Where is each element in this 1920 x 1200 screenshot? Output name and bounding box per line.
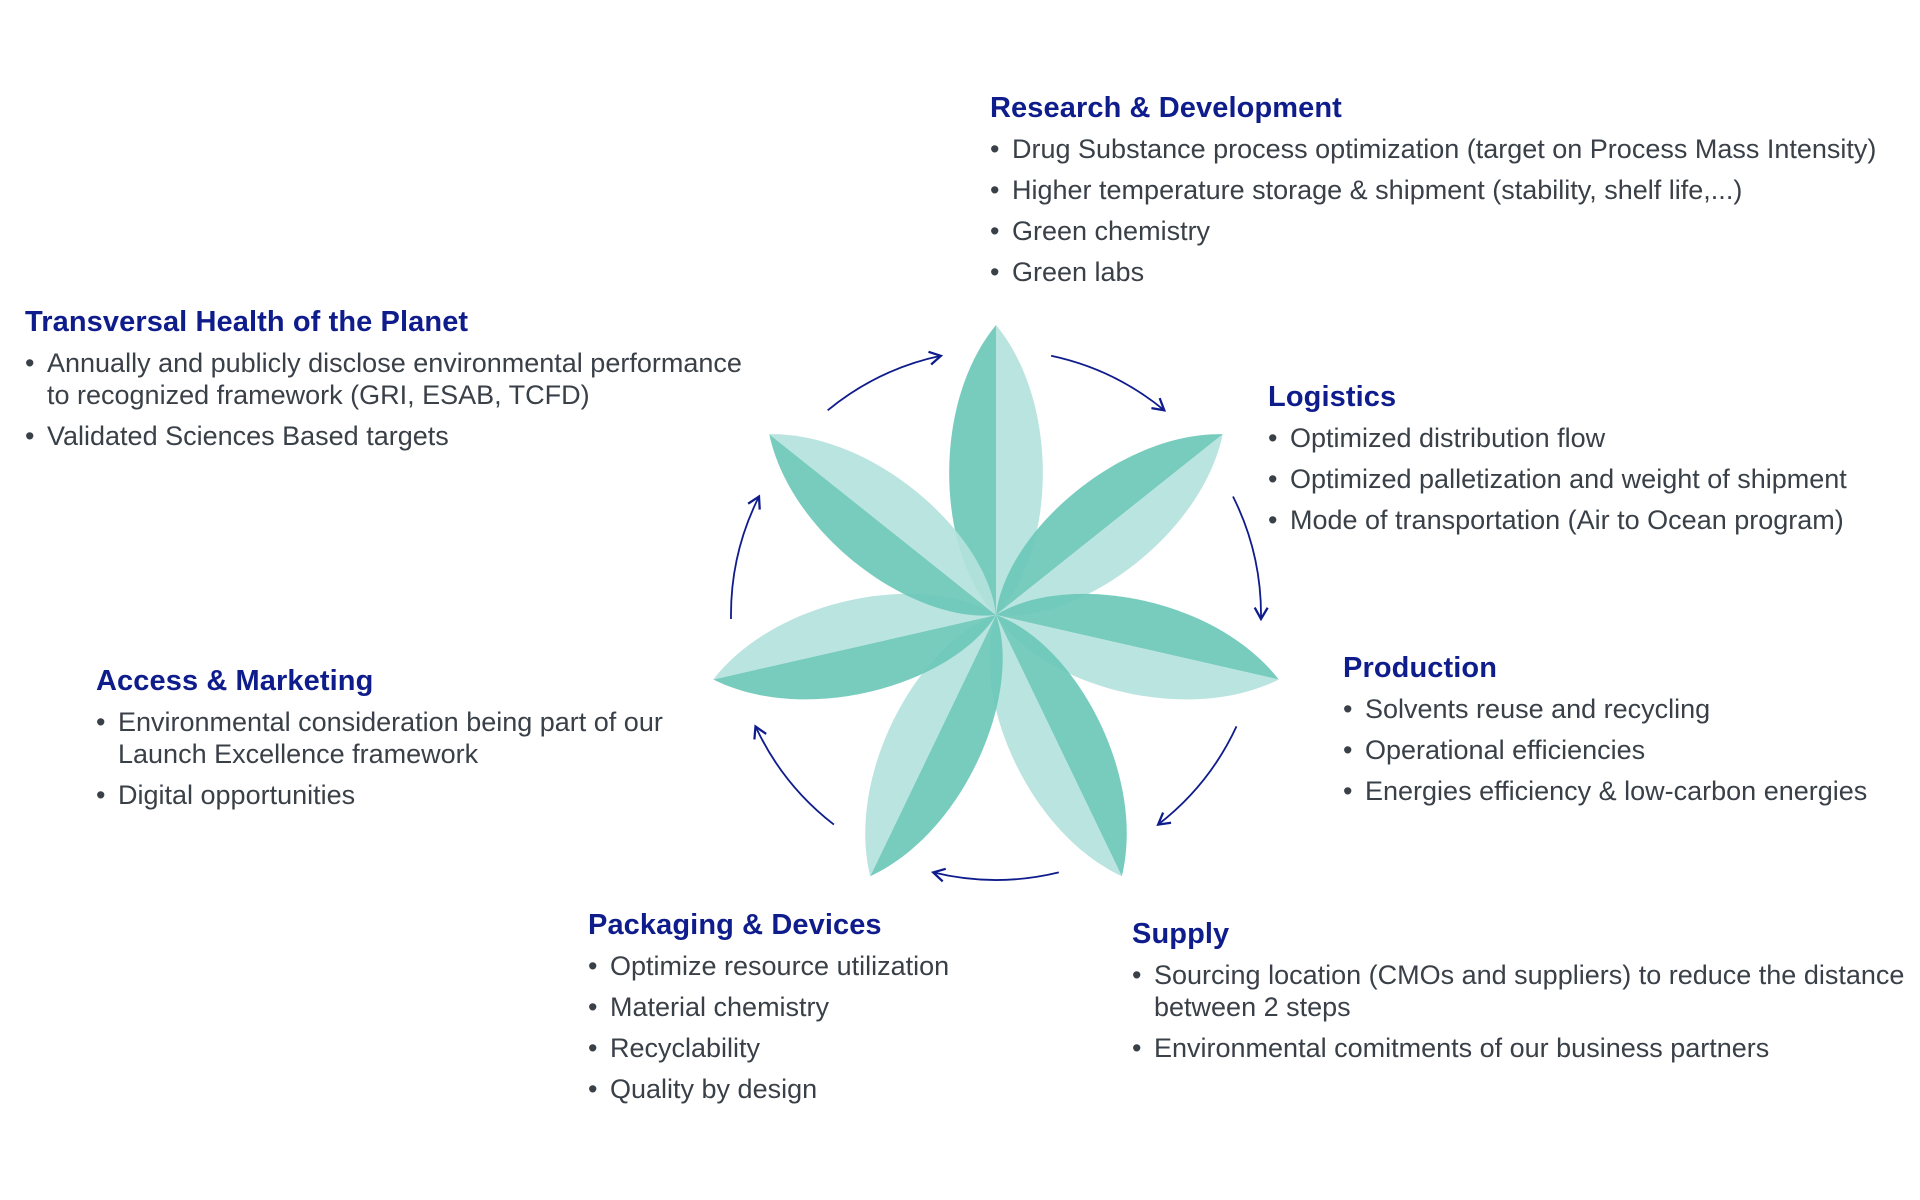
list-item: Optimize resource utilization (588, 950, 1128, 982)
petal-half-dark (769, 434, 996, 616)
list-item: Digital opportunities (96, 779, 706, 811)
list-item: Optimized distribution flow (1268, 422, 1908, 454)
cycle-arrow (730, 494, 761, 620)
list-item: Annually and publicly disclose environme… (25, 347, 760, 411)
cycle-arrow (827, 350, 944, 411)
petal-half-light (865, 615, 996, 877)
section-title: Packaging & Devices (588, 909, 882, 941)
list-item: Sourcing location (CMOs and suppliers) t… (1132, 959, 1912, 1023)
petal-half-light (769, 434, 996, 615)
section-access-marketing: Access & Marketing Environmental conside… (96, 665, 706, 820)
flower-petal (996, 434, 1223, 616)
section-list: Environmental consideration being part o… (96, 706, 706, 811)
list-item: Quality by design (588, 1073, 1128, 1105)
list-item: Recyclability (588, 1032, 1128, 1064)
section-research-development: Research & Development Drug Substance pr… (990, 92, 1910, 297)
section-list: Annually and publicly disclose environme… (25, 347, 760, 452)
list-item: Green chemistry (990, 215, 1910, 247)
list-item: Environmental consideration being part o… (96, 706, 706, 770)
list-item: Higher temperature storage & shipment (s… (990, 174, 1910, 206)
list-item: Environmental comitments of our business… (1132, 1032, 1912, 1064)
flower-petal (996, 593, 1279, 700)
cycle-arrow (753, 724, 835, 826)
section-supply: Supply Sourcing location (CMOs and suppl… (1132, 918, 1912, 1073)
petal-half-light (996, 434, 1223, 616)
flower-petal (713, 593, 996, 700)
section-list: Solvents reuse and recycling Operational… (1343, 693, 1913, 807)
cycle-arrow (1050, 354, 1167, 412)
section-title: Research & Development (990, 92, 1342, 124)
petal-half-dark (996, 434, 1223, 615)
section-title: Supply (1132, 918, 1230, 950)
section-list: Drug Substance process optimization (tar… (990, 133, 1910, 288)
petal-half-dark (996, 615, 1127, 877)
petal-half-dark (870, 615, 1003, 877)
cycle-arrows (730, 350, 1269, 883)
flower-petals (713, 325, 1279, 877)
list-item: Green labs (990, 256, 1910, 288)
flower-petal (769, 434, 996, 616)
flower-petal (989, 615, 1127, 877)
section-title: Logistics (1268, 381, 1397, 413)
list-item: Operational efficiencies (1343, 734, 1913, 766)
list-item: Validated Sciences Based targets (25, 420, 760, 452)
cycle-arrow (1156, 726, 1238, 826)
petal-half-light (713, 593, 996, 680)
flower-petal (865, 615, 1003, 877)
section-list: Optimized distribution flow Optimized pa… (1268, 422, 1908, 536)
petal-half-light (996, 615, 1279, 700)
section-production: Production Solvents reuse and recycling … (1343, 652, 1913, 816)
list-item: Solvents reuse and recycling (1343, 693, 1913, 725)
section-list: Sourcing location (CMOs and suppliers) t… (1132, 959, 1912, 1064)
petal-half-dark (996, 593, 1279, 680)
cycle-arrow (930, 867, 1060, 883)
section-title: Access & Marketing (96, 665, 374, 697)
section-transversal-health: Transversal Health of the Planet Annuall… (25, 306, 760, 461)
list-item: Optimized palletization and weight of sh… (1268, 463, 1908, 495)
list-item: Energies efficiency & low-carbon energie… (1343, 775, 1913, 807)
petal-half-light (989, 615, 1122, 877)
section-title: Transversal Health of the Planet (25, 306, 469, 338)
list-item: Mode of transportation (Air to Ocean pro… (1268, 504, 1908, 536)
section-title: Production (1343, 652, 1498, 684)
section-packaging-devices: Packaging & Devices Optimize resource ut… (588, 909, 1128, 1114)
cycle-arrow (1232, 496, 1269, 622)
list-item: Material chemistry (588, 991, 1128, 1023)
list-item: Drug Substance process optimization (tar… (990, 133, 1910, 165)
petal-half-dark (713, 615, 996, 700)
section-list: Optimize resource utilization Material c… (588, 950, 1128, 1105)
section-logistics: Logistics Optimized distribution flow Op… (1268, 381, 1908, 545)
